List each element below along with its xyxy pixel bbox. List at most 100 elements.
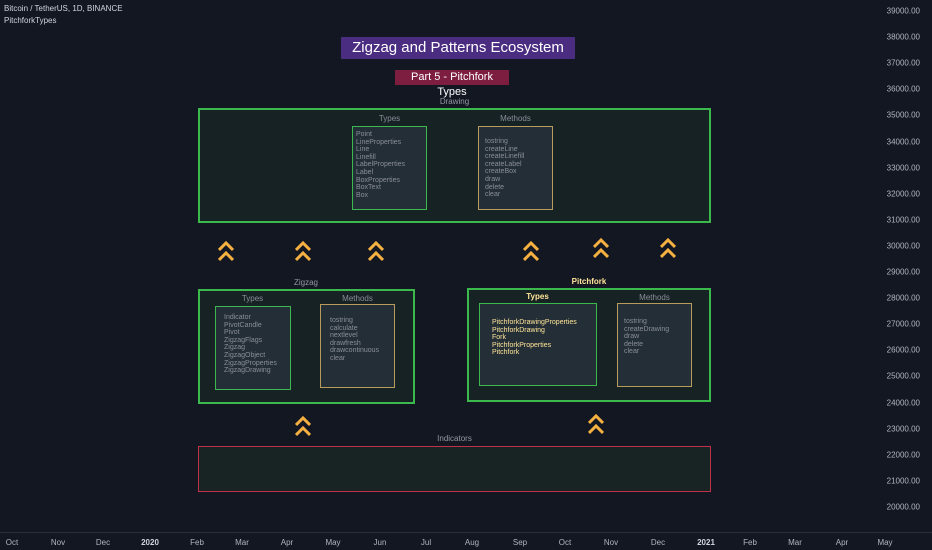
method-item: tostring bbox=[485, 138, 508, 145]
ecosystem-title: Zigzag and Patterns Ecosystem bbox=[341, 37, 575, 59]
type-item: PitchforkProperties bbox=[492, 341, 552, 349]
method-item: tostring bbox=[624, 318, 647, 325]
price-tick: 32000.00 bbox=[886, 189, 920, 199]
drawing-types-box bbox=[352, 126, 427, 210]
time-tick: Mar bbox=[235, 538, 249, 547]
drawing-frame bbox=[198, 108, 711, 223]
type-item: ZigzagObject bbox=[224, 351, 266, 359]
method-item: drawcontinuous bbox=[330, 347, 380, 355]
pitchfork-methods-box bbox=[617, 303, 692, 387]
time-tick: 2021 bbox=[697, 538, 715, 547]
chevron-up-icon bbox=[295, 415, 311, 437]
price-tick: 25000.00 bbox=[886, 371, 920, 381]
zigzag-methods-box bbox=[320, 304, 395, 388]
chevron-up-icon bbox=[588, 413, 604, 435]
type-item: Pitchfork bbox=[492, 349, 520, 357]
price-tick: 30000.00 bbox=[886, 241, 920, 251]
zigzag-methods-title: Methods bbox=[342, 294, 373, 303]
method-item: clear bbox=[485, 191, 501, 199]
drawing-types-title: Types bbox=[378, 114, 401, 123]
method-item: delete bbox=[624, 340, 644, 348]
time-tick: Nov bbox=[603, 538, 619, 547]
time-axis-divider bbox=[0, 532, 932, 533]
time-tick: Apr bbox=[835, 538, 849, 547]
pitchfork-types-title: Types bbox=[526, 292, 549, 301]
type-item: Linefill bbox=[356, 153, 376, 161]
type-item: Fork bbox=[492, 334, 506, 342]
time-tick: May bbox=[325, 538, 341, 547]
zigzag-frame bbox=[198, 289, 415, 404]
price-tick: 36000.00 bbox=[886, 84, 920, 94]
drawing-label: Drawing bbox=[439, 97, 470, 106]
method-item: clear bbox=[624, 348, 640, 356]
method-item: calculate bbox=[330, 324, 358, 332]
type-item: Pivot bbox=[224, 329, 240, 337]
method-item: createBox bbox=[485, 168, 517, 176]
type-item: Box bbox=[356, 191, 369, 199]
price-tick: 38000.00 bbox=[886, 32, 920, 42]
price-tick: 31000.00 bbox=[886, 215, 920, 225]
price-tick: 28000.00 bbox=[886, 293, 920, 303]
type-item: BoxText bbox=[356, 184, 381, 192]
type-item: ZigzagProperties bbox=[224, 359, 277, 367]
time-tick: Oct bbox=[5, 538, 19, 547]
time-tick: Dec bbox=[650, 538, 666, 547]
price-tick: 22000.00 bbox=[886, 450, 920, 460]
indicator-name[interactable]: PitchforkTypes bbox=[4, 16, 57, 25]
method-item: tostring bbox=[330, 317, 353, 324]
time-tick: Mar bbox=[788, 538, 802, 547]
time-tick: 2020 bbox=[141, 538, 159, 547]
indicators-label: Indicators bbox=[437, 434, 472, 443]
drawing-methods-box bbox=[478, 126, 553, 210]
method-item: nextlevel bbox=[330, 332, 358, 340]
method-item: createLinefill bbox=[485, 153, 525, 161]
price-tick: 26000.00 bbox=[886, 345, 920, 355]
type-item: Label bbox=[356, 168, 374, 176]
part-subtitle: Part 5 - Pitchfork Types bbox=[395, 70, 509, 98]
method-item: drawfresh bbox=[330, 339, 361, 347]
chevron-up-icon bbox=[368, 240, 384, 262]
price-tick: 23000.00 bbox=[886, 424, 920, 434]
price-tick: 27000.00 bbox=[886, 319, 920, 329]
chevron-up-icon bbox=[523, 240, 539, 262]
zigzag-types-box bbox=[215, 306, 291, 390]
time-tick: Apr bbox=[280, 538, 294, 547]
price-tick: 33000.00 bbox=[886, 163, 920, 173]
pitchfork-label: Pitchfork bbox=[571, 277, 607, 286]
time-tick: Feb bbox=[190, 538, 204, 547]
pitchfork-methods-title: Methods bbox=[639, 293, 670, 302]
price-tick: 21000.00 bbox=[886, 476, 920, 486]
method-item: delete bbox=[485, 183, 505, 191]
time-tick: Oct bbox=[558, 538, 572, 547]
type-item: PivotCandle bbox=[224, 321, 262, 329]
type-item: PitchforkDrawingProperties bbox=[492, 319, 577, 326]
type-item: ZigzagFlags bbox=[224, 336, 263, 344]
method-item: createLine bbox=[485, 145, 518, 153]
time-tick: Sep bbox=[512, 538, 528, 547]
pitchfork-types-box bbox=[479, 303, 597, 386]
price-tick: 39000.00 bbox=[886, 6, 920, 16]
method-item: createLabel bbox=[485, 160, 522, 168]
price-tick: 24000.00 bbox=[886, 398, 920, 407]
type-item: LabelProperties bbox=[356, 161, 406, 169]
chevron-up-icon bbox=[295, 240, 311, 262]
time-tick: Jun bbox=[373, 538, 387, 547]
zigzag-types-title: Types bbox=[241, 294, 264, 303]
chevron-up-icon bbox=[660, 237, 676, 259]
chart-symbol-title: Bitcoin / TetherUS, 1D, BINANCE bbox=[4, 4, 123, 13]
price-tick: 35000.00 bbox=[886, 110, 920, 120]
chevron-up-icon bbox=[218, 240, 234, 262]
price-tick: 20000.00 bbox=[886, 502, 920, 512]
method-item: createDrawing bbox=[624, 325, 670, 333]
time-tick: Aug bbox=[464, 538, 480, 547]
type-item: ZigzagDrawing bbox=[224, 367, 271, 375]
method-item: draw bbox=[485, 175, 501, 183]
time-tick: May bbox=[877, 538, 893, 547]
type-item: Line bbox=[356, 146, 370, 154]
zigzag-label: Zigzag bbox=[293, 278, 318, 287]
type-item: Zigzag bbox=[224, 344, 246, 352]
